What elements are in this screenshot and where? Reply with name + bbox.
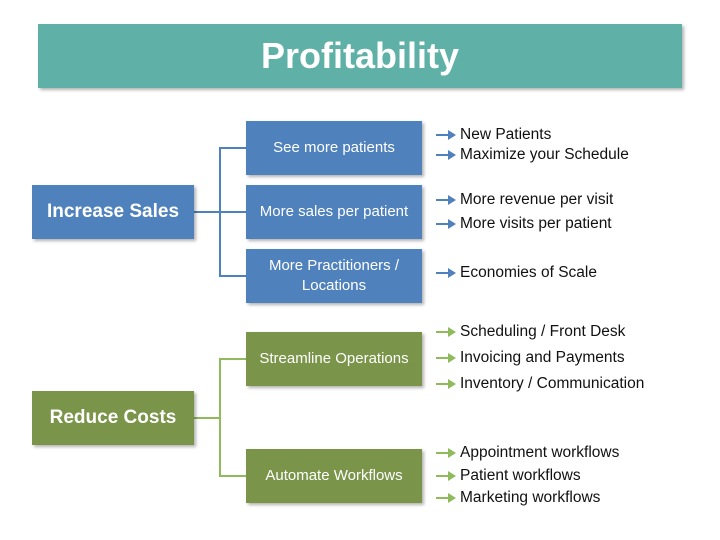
reduce-costs-node: Reduce Costs <box>32 391 194 445</box>
connector <box>194 417 220 419</box>
arrow-right-icon <box>436 219 456 229</box>
page-title: Profitability <box>38 24 682 88</box>
list-item-label: Inventory / Communication <box>460 375 645 392</box>
list-item-label: Economies of Scale <box>460 264 597 281</box>
automate-workflows-node: Automate Workflows <box>246 449 422 503</box>
list-item-label: Patient workflows <box>460 467 581 484</box>
list-item-label: Scheduling / Front Desk <box>460 323 626 340</box>
list-item: Economies of Scale <box>436 263 597 283</box>
list-item-label: New Patients <box>460 126 552 143</box>
more-practitioners-node: More Practitioners / Locations <box>246 249 422 303</box>
list-item: Appointment workflows <box>436 443 619 463</box>
list-item: New Patients <box>436 125 551 145</box>
see-more-patients-node: See more patients <box>246 121 422 175</box>
arrow-right-icon <box>436 268 456 278</box>
list-item: Invoicing and Payments <box>436 348 625 368</box>
arrow-right-icon <box>436 195 456 205</box>
arrow-right-icon <box>436 150 456 160</box>
list-item-label: Maximize your Schedule <box>460 146 629 163</box>
arrow-right-icon <box>436 471 456 481</box>
arrow-right-icon <box>436 379 456 389</box>
connector <box>194 211 220 213</box>
streamline-operations-node: Streamline Operations <box>246 332 422 386</box>
connector <box>219 475 246 477</box>
arrow-right-icon <box>436 327 456 337</box>
more-sales-per-patient-node: More sales per patient <box>246 185 422 239</box>
increase-sales-node: Increase Sales <box>32 185 194 239</box>
list-item: Marketing workflows <box>436 488 600 508</box>
list-item: Inventory / Communication <box>436 374 644 394</box>
arrow-right-icon <box>436 353 456 363</box>
list-item-label: More revenue per visit <box>460 191 614 208</box>
list-item: Patient workflows <box>436 466 581 486</box>
list-item-label: Appointment workflows <box>460 444 620 461</box>
list-item-label: Invoicing and Payments <box>460 349 625 366</box>
list-item: More revenue per visit <box>436 190 613 210</box>
connector <box>219 211 246 213</box>
list-item-label: Marketing workflows <box>460 489 601 506</box>
connector <box>219 275 246 277</box>
arrow-right-icon <box>436 448 456 458</box>
connector <box>219 147 246 149</box>
list-item: More visits per patient <box>436 214 612 234</box>
arrow-right-icon <box>436 493 456 503</box>
list-item-label: More visits per patient <box>460 215 612 232</box>
arrow-right-icon <box>436 130 456 140</box>
list-item: Maximize your Schedule <box>436 145 629 165</box>
list-item: Scheduling / Front Desk <box>436 322 625 342</box>
connector <box>219 358 246 360</box>
connector <box>219 358 221 476</box>
